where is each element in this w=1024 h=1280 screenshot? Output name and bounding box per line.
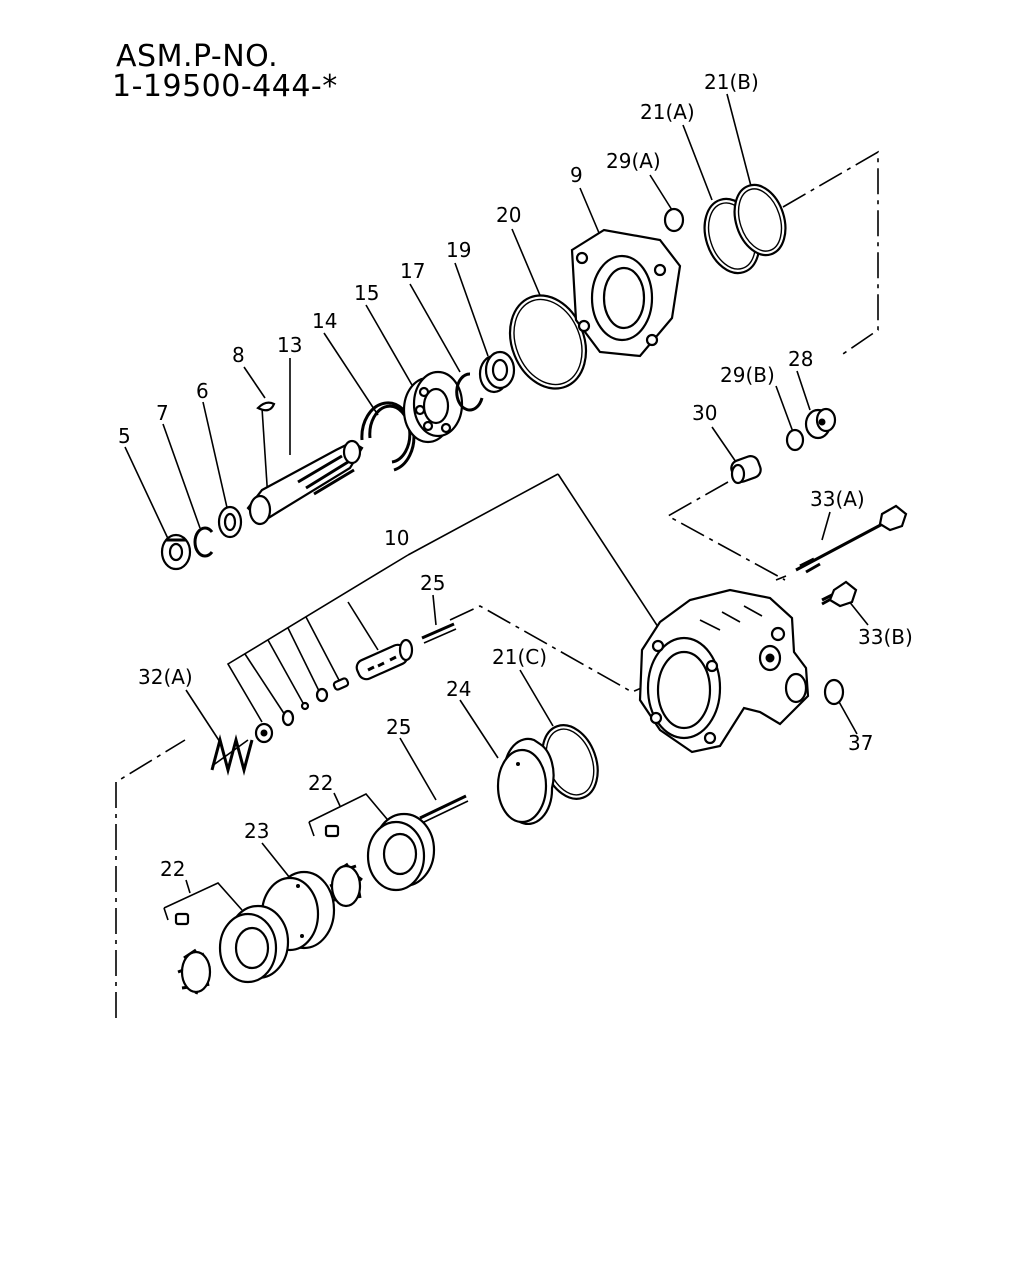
label-part-15: 15 bbox=[354, 281, 379, 305]
part-29a-o-ring bbox=[663, 207, 685, 233]
label-part-6: 6 bbox=[196, 379, 209, 403]
label-part-17: 17 bbox=[400, 259, 425, 283]
assembly-label: ASM.P-NO. bbox=[116, 39, 278, 74]
label-part-32a: 32(A) bbox=[138, 665, 193, 689]
part-32a-spring bbox=[210, 734, 254, 776]
part-20-o-ring bbox=[508, 294, 588, 390]
label-part-22-lower: 22 bbox=[160, 857, 185, 881]
label-part-25a: 25 bbox=[420, 571, 445, 595]
label-part-5: 5 bbox=[118, 424, 131, 448]
part-33a-bolt bbox=[795, 504, 908, 574]
label-part-19: 19 bbox=[446, 238, 471, 262]
label-part-33a: 33(A) bbox=[810, 487, 865, 511]
part-22-rotor-lower bbox=[174, 904, 290, 995]
label-part-24: 24 bbox=[446, 677, 471, 701]
part-28-plug bbox=[804, 407, 837, 440]
label-part-23: 23 bbox=[244, 819, 269, 843]
part-22-rotor-upper bbox=[324, 812, 436, 908]
alignment-lines bbox=[115, 150, 879, 1018]
label-part-30: 30 bbox=[692, 401, 717, 425]
part-8-key bbox=[256, 401, 276, 412]
part-37-o-ring bbox=[823, 678, 845, 706]
part-housing-body bbox=[638, 588, 810, 754]
assembly-number: 1-19500-444-* bbox=[112, 69, 338, 104]
part-13-shaft bbox=[246, 439, 364, 526]
part-7-snap-ring bbox=[193, 526, 214, 558]
label-part-29b: 29(B) bbox=[720, 363, 775, 387]
label-part-25b: 25 bbox=[386, 715, 411, 739]
part-17-snap-ring bbox=[455, 372, 484, 412]
part-24-plate bbox=[496, 737, 555, 825]
label-part-29a: 29(A) bbox=[606, 149, 661, 173]
label-part-37: 37 bbox=[848, 731, 873, 755]
part-9-cover bbox=[570, 228, 682, 358]
label-part-7: 7 bbox=[156, 401, 169, 425]
part-19-seal bbox=[478, 350, 516, 394]
label-part-9: 9 bbox=[570, 163, 583, 187]
part-29b-o-ring bbox=[785, 428, 805, 452]
part-labels: 5 7 6 8 13 14 15 17 19 20 9 29(A) 21(A) … bbox=[118, 70, 913, 881]
label-part-21a: 21(A) bbox=[640, 100, 695, 124]
part-25a-pin bbox=[421, 622, 457, 644]
label-part-10: 10 bbox=[384, 526, 409, 550]
part-21b-o-ring bbox=[733, 183, 787, 257]
label-part-14: 14 bbox=[312, 309, 337, 333]
label-part-20: 20 bbox=[496, 203, 521, 227]
part-10-subparts bbox=[254, 677, 350, 744]
part-15-bearing bbox=[402, 370, 464, 444]
label-part-33b: 33(B) bbox=[858, 625, 913, 649]
label-part-21c: 21(C) bbox=[492, 645, 547, 669]
label-part-21b: 21(B) bbox=[704, 70, 759, 94]
part-10-valve-spool bbox=[355, 638, 414, 681]
part-33b-bolt bbox=[821, 580, 858, 608]
part-5-nut bbox=[160, 533, 192, 571]
label-part-22-upper: 22 bbox=[308, 771, 333, 795]
part-30-sleeve bbox=[730, 455, 762, 485]
label-part-13: 13 bbox=[277, 333, 302, 357]
label-part-8: 8 bbox=[232, 343, 245, 367]
part-6-washer bbox=[217, 505, 243, 539]
part-25b-pin bbox=[419, 794, 469, 824]
label-part-28: 28 bbox=[788, 347, 813, 371]
leader-lines bbox=[124, 93, 869, 921]
